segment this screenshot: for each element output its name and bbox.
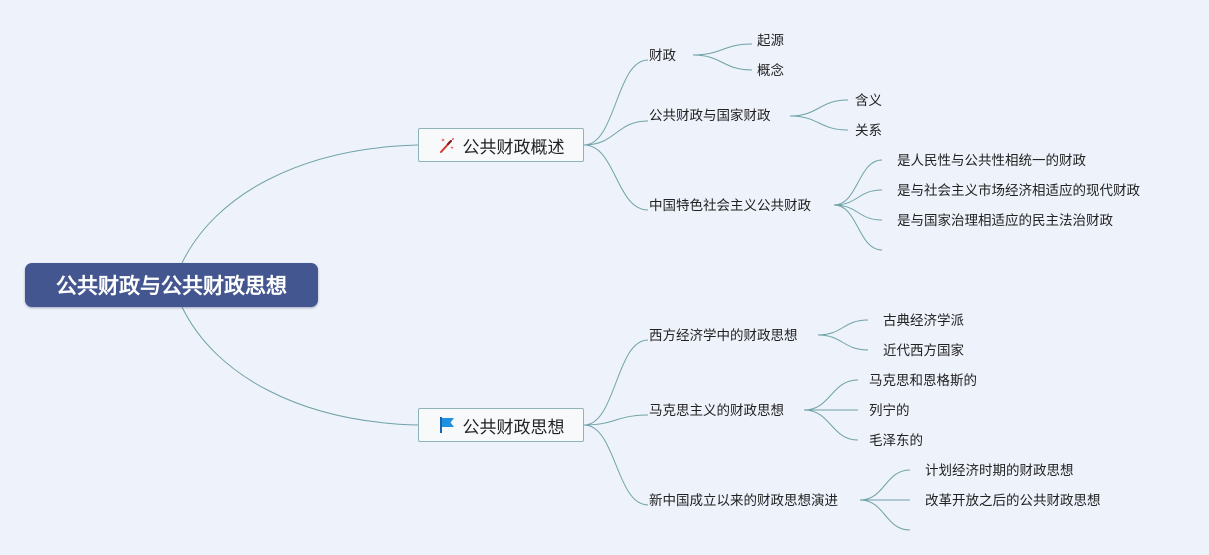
topic-public-vs-state-finance[interactable]: 公共财政与国家财政	[649, 108, 771, 124]
connector-root-branch-2	[181, 306, 419, 426]
subtopic-governance-democratic-legal[interactable]: 是与国家治理相适应的民主法治财政	[897, 213, 1113, 229]
topic-western-economics-thought[interactable]: 西方经济学中的财政思想	[649, 328, 798, 344]
connector-topic-3-sub-0	[817, 319, 869, 336]
connector-branch-2-topic-0	[583, 339, 649, 426]
connector-topic-2-sub-2	[833, 204, 883, 221]
connector-branch-1-topic-0	[583, 59, 649, 146]
branch-label: 公共财政概述	[462, 137, 565, 158]
subtopic-concept[interactable]: 概念	[757, 63, 784, 79]
connector-topic-1-sub-0	[789, 99, 849, 117]
subtopic-people-public-unity[interactable]: 是人民性与公共性相统一的财政	[897, 153, 1086, 169]
subtopic-mao[interactable]: 毛泽东的	[869, 433, 923, 449]
branch-label: 公共财政思想	[462, 417, 565, 438]
connector-topic-4-sub-2	[803, 409, 859, 441]
branch-public-finance-thought[interactable]: 公共财政思想	[418, 408, 584, 442]
connector-topic-2-sub-1	[833, 189, 883, 206]
connector-topic-5-sub-2	[859, 499, 911, 531]
connector-topic-1-sub-1	[789, 115, 849, 131]
connector-root-branch-1	[181, 144, 419, 264]
magic-wand-icon	[438, 136, 456, 154]
branch-public-finance-overview[interactable]: 公共财政概述	[418, 128, 584, 162]
subtopic-relationship[interactable]: 关系	[855, 123, 882, 139]
subtopic-reform-opening[interactable]: 改革开放之后的公共财政思想	[925, 493, 1101, 509]
connector-branch-2-topic-2	[583, 424, 649, 506]
subtopic-modern-western-states[interactable]: 近代西方国家	[883, 343, 964, 359]
topic-new-china-evolution[interactable]: 新中国成立以来的财政思想演进	[649, 493, 838, 509]
subtopic-planned-economy[interactable]: 计划经济时期的财政思想	[925, 463, 1074, 479]
subtopic-meaning[interactable]: 含义	[855, 93, 882, 109]
subtopic-lenin[interactable]: 列宁的	[869, 403, 910, 419]
connector-topic-3-sub-1	[817, 334, 869, 351]
connector-branch-2-topic-1	[583, 414, 649, 426]
subtopic-classical-school[interactable]: 古典经济学派	[883, 313, 964, 329]
connector-topic-2-sub-0	[833, 159, 883, 206]
connector-topic-0-sub-1	[692, 54, 753, 71]
subtopic-origin[interactable]: 起源	[757, 33, 784, 49]
connector-branch-1-topic-1	[583, 120, 649, 146]
connector-topic-5-sub-0	[859, 469, 911, 501]
connector-topic-2-sub-3	[833, 204, 883, 251]
subtopic-marx-engels[interactable]: 马克思和恩格斯的	[869, 373, 977, 389]
root-topic[interactable]: 公共财政与公共财政思想	[25, 263, 318, 307]
connector-topic-0-sub-0	[692, 43, 753, 56]
topic-marxist-thought[interactable]: 马克思主义的财政思想	[649, 403, 784, 419]
root-topic-label: 公共财政与公共财政思想	[56, 274, 287, 298]
subtopic-market-economy-modern[interactable]: 是与社会主义市场经济相适应的现代财政	[897, 183, 1140, 199]
flag-icon	[438, 416, 456, 434]
topic-chinese-socialist-public-finance[interactable]: 中国特色社会主义公共财政	[649, 198, 811, 214]
topic-finance[interactable]: 财政	[649, 48, 676, 64]
connector-topic-4-sub-0	[803, 379, 859, 411]
connector-branch-1-topic-2	[583, 144, 649, 211]
